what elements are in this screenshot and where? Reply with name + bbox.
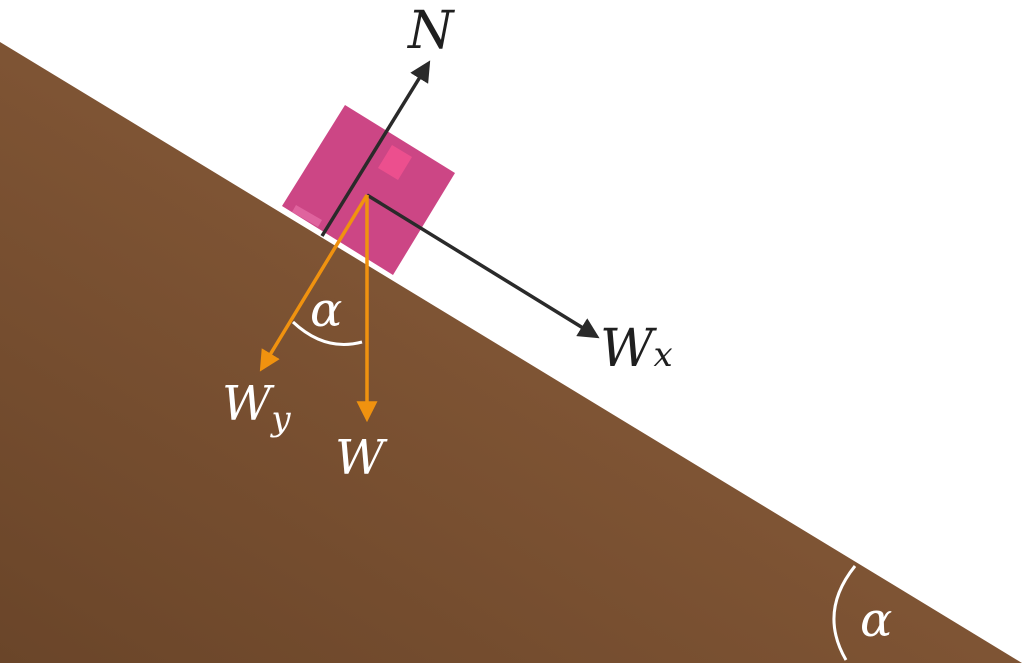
- normal-force-label: N: [406, 1, 455, 61]
- base-angle-label: α: [860, 592, 892, 648]
- perpendicular-weight-arrow: [259, 194, 369, 372]
- inclined-plane: [0, 42, 1022, 663]
- perpendicular-weight-label-main: W: [222, 376, 275, 432]
- parallel-weight-arrow: [366, 193, 600, 339]
- normal-force-arrow: [320, 60, 431, 237]
- perpendicular-weight-label: Wy: [222, 376, 291, 439]
- base-angle-arc: [832, 565, 857, 661]
- block-angle-label: α: [310, 282, 342, 338]
- block-tape-strip: [292, 205, 322, 227]
- block-tape: [378, 145, 412, 180]
- parallel-weight-label: Wx: [600, 319, 673, 379]
- parallel-weight-label-sub: x: [653, 335, 672, 375]
- weight-label: W: [335, 430, 388, 486]
- block-angle-arc: [291, 320, 363, 346]
- parallel-weight-label-main: W: [600, 319, 657, 379]
- perpendicular-weight-label-sub: y: [269, 399, 291, 439]
